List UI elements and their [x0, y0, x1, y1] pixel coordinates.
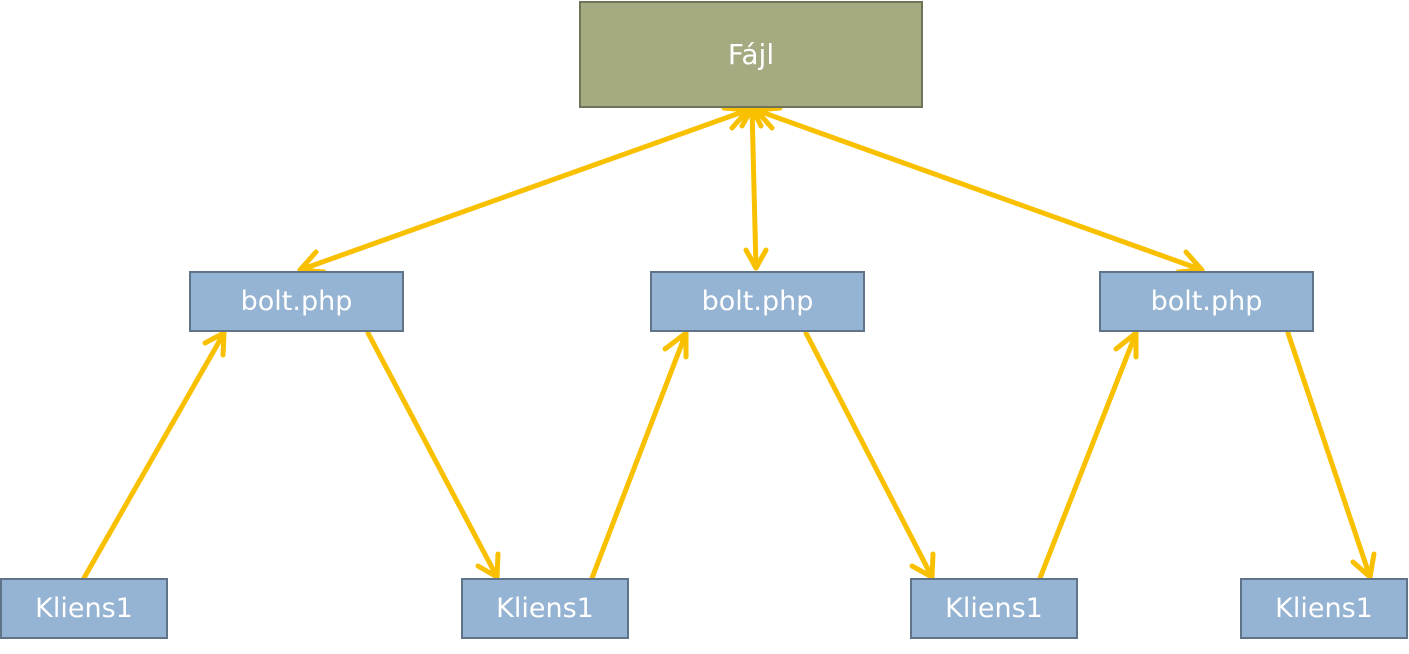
- server-label: bolt.php: [1150, 286, 1263, 317]
- file-box: Fájl: [579, 1, 923, 108]
- arrow-server3-client4: [1285, 330, 1377, 580]
- client-label: Kliens1: [496, 593, 594, 624]
- client-box-3: Kliens1: [910, 578, 1078, 639]
- server-box-3: bolt.php: [1099, 271, 1314, 332]
- client-label: Kliens1: [35, 593, 133, 624]
- client-box-2: Kliens1: [461, 578, 629, 639]
- server-label: bolt.php: [701, 286, 814, 317]
- server-box-1: bolt.php: [189, 271, 404, 332]
- arrow-file-server1: [297, 105, 751, 275]
- client-box-1: Kliens1: [0, 578, 168, 639]
- arrow-client3-server3: [1037, 330, 1139, 581]
- arrow-client2-server2: [589, 330, 689, 581]
- client-label: Kliens1: [945, 593, 1043, 624]
- server-box-2: bolt.php: [650, 271, 865, 332]
- client-label: Kliens1: [1275, 593, 1373, 624]
- server-label: bolt.php: [240, 286, 353, 317]
- file-label: Fájl: [727, 38, 775, 71]
- arrow-server2-client3: [803, 330, 936, 580]
- arrow-file-server2: [739, 105, 769, 271]
- arrow-server1-client2: [365, 330, 501, 580]
- arrow-client1-server1: [81, 330, 227, 581]
- arrow-file-server3: [753, 105, 1205, 275]
- client-box-4: Kliens1: [1240, 578, 1408, 639]
